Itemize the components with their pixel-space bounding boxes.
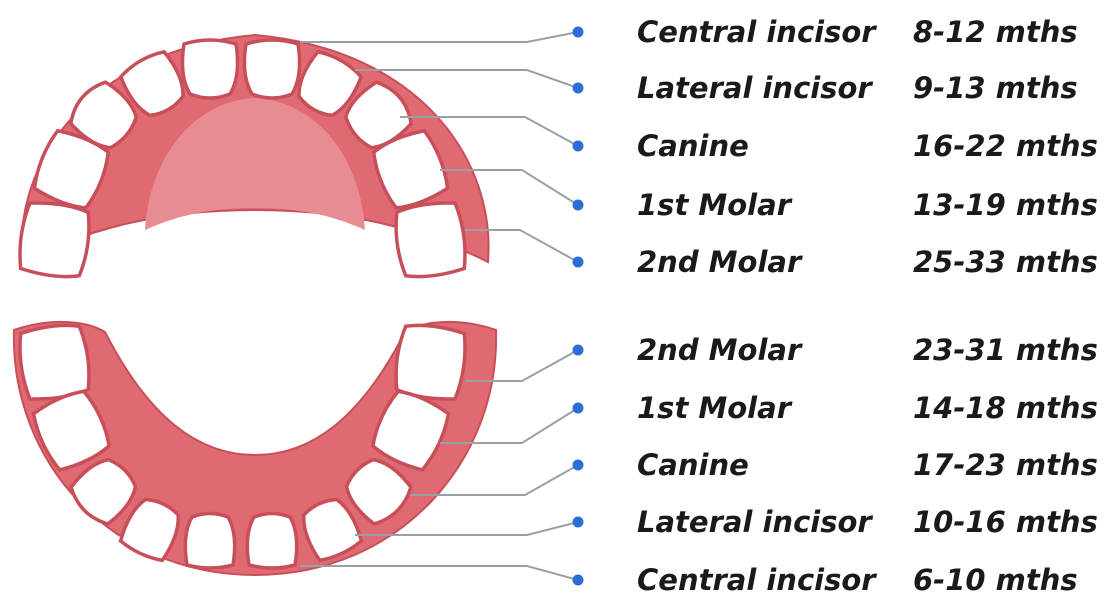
marker-dot (573, 27, 584, 38)
marker-dot (573, 83, 584, 94)
lower-labels: 2nd Molar 23-31 mths 1st Molar 14-18 mth… (637, 333, 1098, 597)
lower-tooth-age: 17-23 mths (913, 448, 1098, 482)
upper-central-incisor-left (182, 40, 237, 98)
leader-line-upper-central-incisor (300, 32, 578, 42)
upper-tooth-name: Canine (637, 129, 749, 163)
upper-jaw (16, 35, 488, 280)
upper-tooth-age: 16-22 mths (913, 129, 1098, 163)
upper-central-incisor-right (244, 40, 299, 98)
lower-tooth-name: Canine (637, 448, 749, 482)
marker-dot (573, 403, 584, 414)
lower-tooth-age: 6-10 mths (913, 563, 1078, 597)
upper-tooth-age: 8-12 mths (913, 15, 1078, 49)
upper-tooth-name: Central incisor (637, 15, 877, 49)
marker-dot (573, 345, 584, 356)
marker-dots (573, 27, 584, 586)
lower-tooth-name: 1st Molar (637, 391, 793, 425)
lower-tooth-name: Central incisor (637, 563, 877, 597)
marker-dot (573, 460, 584, 471)
upper-second-molar-right (392, 200, 468, 280)
upper-tooth-age: 13-19 mths (913, 188, 1098, 222)
marker-dot (573, 257, 584, 268)
lower-second-molar-right (392, 322, 468, 402)
marker-dot (573, 200, 584, 211)
upper-tooth-name: Lateral incisor (637, 71, 873, 105)
upper-tooth-name: 1st Molar (637, 188, 793, 222)
upper-tooth-name: 2nd Molar (637, 245, 803, 279)
lower-central-incisor-right (247, 514, 296, 569)
lower-tooth-age: 23-31 mths (913, 333, 1098, 367)
upper-tooth-age: 25-33 mths (913, 245, 1098, 279)
lower-tooth-age: 10-16 mths (913, 505, 1098, 539)
leader-line-lower-central-incisor (300, 566, 578, 580)
marker-dot (573, 517, 584, 528)
upper-second-molar-left (16, 200, 92, 280)
lower-tooth-name: Lateral incisor (637, 505, 873, 539)
upper-tooth-age: 9-13 mths (913, 71, 1078, 105)
marker-dot (573, 141, 584, 152)
lower-jaw (14, 322, 496, 575)
lower-central-incisor-left (185, 514, 234, 569)
upper-labels: Central incisor 8-12 mths Lateral inciso… (637, 15, 1098, 279)
lower-tooth-name: 2nd Molar (637, 333, 803, 367)
lower-tooth-age: 14-18 mths (913, 391, 1098, 425)
marker-dot (573, 575, 584, 586)
